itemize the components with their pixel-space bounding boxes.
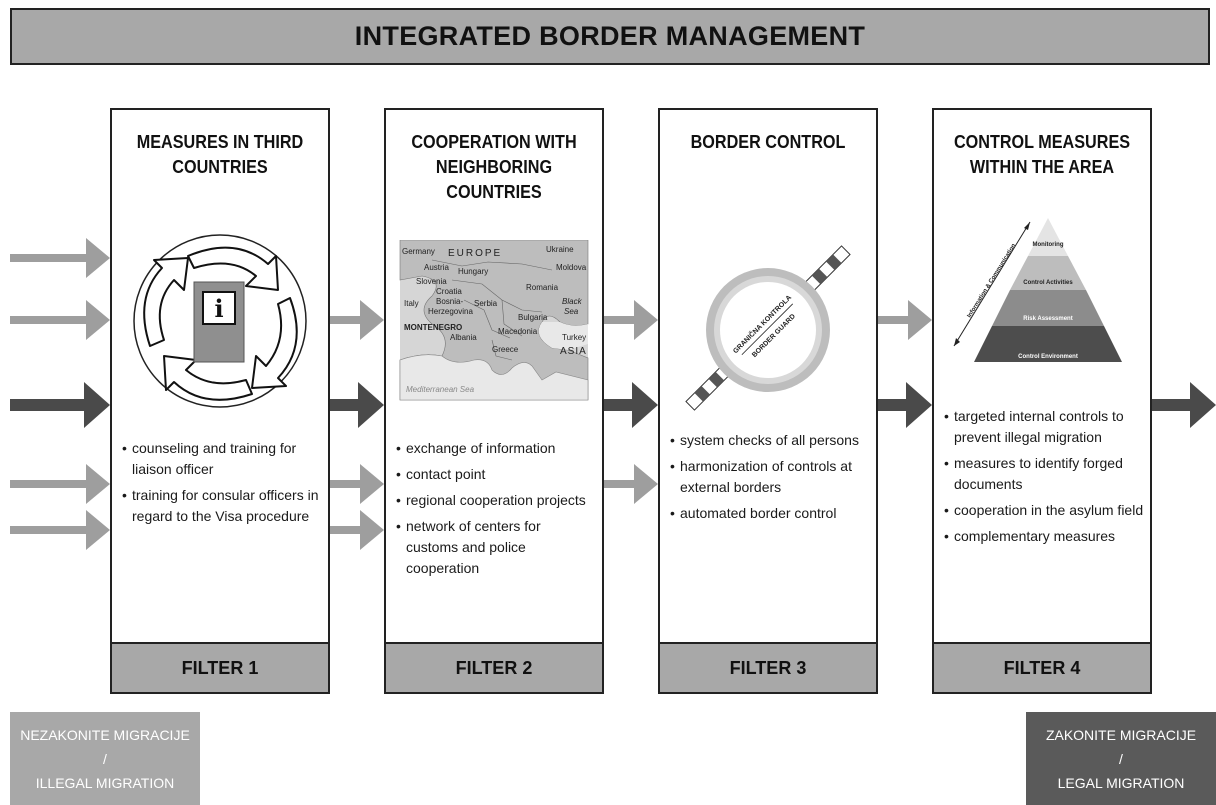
- map-label: Albania: [450, 333, 477, 342]
- flow-arrow: [10, 510, 110, 550]
- column-neighboring-countries: COOPERATION WITH NEIGHBORING COUNTRIES G…: [384, 108, 604, 694]
- column-title: BORDER CONTROL: [690, 132, 846, 152]
- map-label: Italy: [404, 299, 419, 308]
- flow-arrow: [584, 464, 658, 504]
- map-label: Herzegovina: [428, 307, 473, 316]
- map-label: Romania: [526, 283, 559, 292]
- flow-arrow: [10, 464, 110, 504]
- map-label: Hungary: [458, 267, 488, 276]
- bullet-item: regional cooperation projects: [396, 490, 596, 511]
- pyramid-level-label: Monitoring: [1033, 242, 1064, 248]
- arrow-group-input: [10, 238, 110, 550]
- map-label: Sea: [564, 307, 579, 316]
- map-label: MONTENEGRO: [404, 323, 462, 332]
- illegal-migration-box: NEZAKONITE MIGRACIJE / ILLEGAL MIGRATION: [10, 712, 200, 805]
- filter-label-box: FILTER 3: [660, 642, 876, 692]
- cycle-info-icon: i: [133, 234, 307, 408]
- pyramid-level-label: Risk Assessment: [1023, 316, 1072, 322]
- bullet-list: counseling and training for liaison offi…: [122, 438, 322, 532]
- separator-slash: /: [1119, 750, 1123, 767]
- map-label: Greece: [492, 345, 519, 354]
- legal-migration-label-en: LEGAL MIGRATION: [1057, 774, 1185, 791]
- bullet-item: counseling and training for liaison offi…: [122, 438, 322, 480]
- legal-migration-box: ZAKONITE MIGRACIJE / LEGAL MIGRATION: [1026, 712, 1216, 805]
- filter-label: FILTER 1: [181, 657, 259, 678]
- bullet-item: targeted internal controls to prevent il…: [944, 406, 1144, 448]
- filter-label-box: FILTER 2: [386, 642, 602, 692]
- map-label: Slovenia: [416, 277, 447, 286]
- control-pyramid: Monitoring Control Activities Risk Asses…: [953, 218, 1122, 362]
- regional-map: Germany EUROPE Ukraine Austria Hungary M…: [399, 240, 589, 401]
- legal-migration-label: ZAKONITE MIGRACIJE: [1045, 726, 1197, 743]
- map-label: Croatia: [436, 287, 462, 296]
- bullet-item: measures to identify forged documents: [944, 453, 1144, 495]
- bullet-item: automated border control: [670, 503, 870, 524]
- flow-arrow-main: [584, 382, 658, 428]
- map-label: Serbia: [474, 299, 498, 308]
- bullet-item: contact point: [396, 464, 596, 485]
- filter-label: FILTER 2: [455, 657, 533, 678]
- column-third-countries: MEASURES IN THIRD COUNTRIES i counseling…: [110, 108, 330, 694]
- flow-arrow: [10, 300, 110, 340]
- title-bar: INTEGRATED BORDER MANAGEMENT: [10, 8, 1210, 65]
- separator-slash: /: [103, 750, 107, 767]
- column-title: COOPERATION WITH NEIGHBORING COUNTRIES: [411, 132, 577, 202]
- flow-arrow: [310, 300, 384, 340]
- flow-arrow-main: [10, 382, 110, 428]
- map-label: Bosnia-: [436, 297, 463, 306]
- bullet-list: system checks of all persons harmonizati…: [670, 430, 870, 529]
- arrow-group-output: [1134, 382, 1216, 428]
- column-title: CONTROL MEASURES WITHIN THE AREA: [953, 132, 1131, 177]
- flow-arrow: [858, 300, 932, 340]
- map-label: Germany: [402, 247, 435, 256]
- map-label: EUROPE: [448, 248, 502, 259]
- bullet-item: cooperation in the asylum field: [944, 500, 1144, 521]
- bullet-list: exchange of information contact point re…: [396, 438, 596, 584]
- bullet-item: training for consular officers in regard…: [122, 485, 322, 527]
- flow-arrow-main: [310, 382, 384, 428]
- column-title: MEASURES IN THIRD COUNTRIES: [136, 132, 304, 177]
- bullet-item: exchange of information: [396, 438, 596, 459]
- flow-arrow: [310, 464, 384, 504]
- filter-label-box: FILTER 1: [112, 642, 328, 692]
- flow-arrow-main: [858, 382, 932, 428]
- map-label: Austria: [424, 263, 449, 272]
- map-label: ASIA: [560, 346, 587, 357]
- bullet-item: complementary measures: [944, 526, 1144, 547]
- map-label: Mediterranean Sea: [406, 385, 475, 394]
- flow-arrow-main: [1134, 382, 1216, 428]
- border-badge-icon: GRANIČNA KONTROLA BORDER GUARD: [685, 245, 851, 411]
- filter-label: FILTER 3: [729, 657, 807, 678]
- map-label: Moldova: [556, 263, 587, 272]
- pyramid-level-label: Control Activities: [1023, 280, 1073, 286]
- arrow-group-2-3: [584, 300, 658, 504]
- flow-arrow: [310, 510, 384, 550]
- flow-arrow: [10, 238, 110, 278]
- column-border-control: BORDER CONTROL GRANIČNA KONTROLA BORDER …: [658, 108, 878, 694]
- page-title: INTEGRATED BORDER MANAGEMENT: [354, 21, 866, 51]
- arrow-group-3-4: [858, 300, 932, 428]
- map-label: Black: [562, 297, 583, 306]
- map-label: Bulgaria: [518, 313, 548, 322]
- filter-label-box: FILTER 4: [934, 642, 1150, 692]
- arrow-group-1-2: [310, 300, 384, 550]
- filter-label: FILTER 4: [1003, 657, 1081, 678]
- svg-text:i: i: [214, 294, 223, 323]
- map-label: Turkey: [562, 333, 586, 342]
- illegal-migration-label: NEZAKONITE MIGRACIJE: [20, 726, 190, 743]
- bullet-item: harmonization of controls at external bo…: [670, 456, 870, 498]
- map-label: Ukraine: [546, 245, 574, 254]
- pyramid-level-label: Control Environment: [1018, 354, 1078, 360]
- bullet-item: network of centers for customs and polic…: [396, 516, 596, 579]
- illegal-migration-label-en: ILLEGAL MIGRATION: [35, 774, 175, 791]
- bullet-item: system checks of all persons: [670, 430, 870, 451]
- flow-arrow: [584, 300, 658, 340]
- map-label: Macedonia: [498, 327, 538, 336]
- bullet-list: targeted internal controls to prevent il…: [944, 406, 1144, 552]
- column-area-control: CONTROL MEASURES WITHIN THE AREA Monitor…: [932, 108, 1152, 694]
